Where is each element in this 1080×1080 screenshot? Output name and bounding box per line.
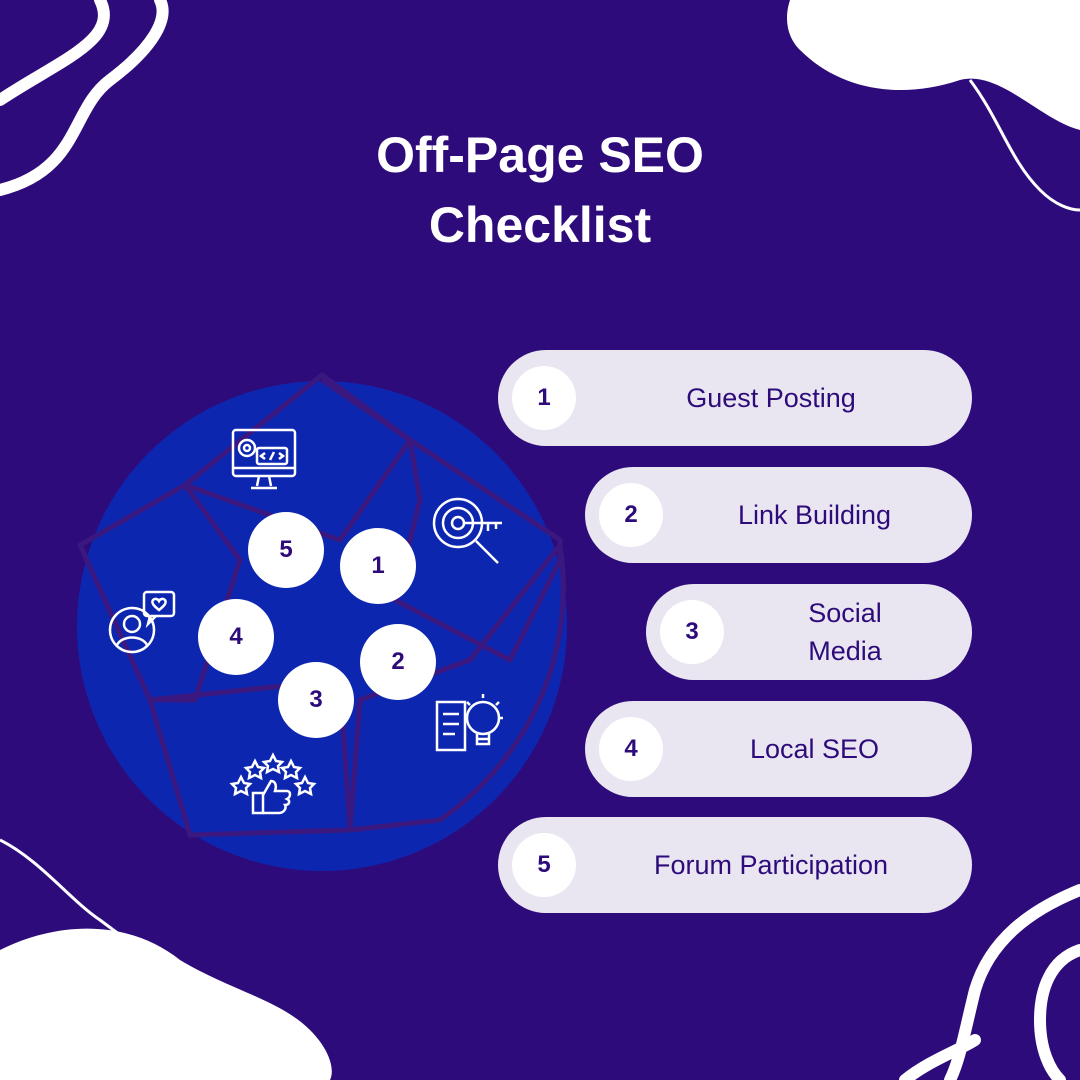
wheel-number-5: 5: [248, 512, 324, 588]
thumbs-up-stars-icon: [229, 752, 317, 815]
checklist-number-5: 5: [512, 833, 576, 897]
wheel-number-3: 3: [278, 662, 354, 738]
user-heart-chat-icon: [108, 590, 176, 654]
wave-line-bottom-right-2: [1033, 944, 1080, 1080]
checklist-item-3: 3 Social Media: [646, 584, 972, 680]
checklist-number-4: 4: [599, 717, 663, 781]
blob-bottom-left: [0, 928, 332, 1080]
document-lightbulb-icon: [435, 694, 503, 752]
checklist-label-3: Social Media: [808, 598, 882, 666]
monitor-code-gear-icon: [231, 428, 297, 490]
thin-line-bottom-left: [0, 838, 206, 992]
segment-outline-2: [347, 542, 566, 833]
target-key-search-icon: [432, 497, 502, 564]
wave-line-top-left-2: [0, 0, 169, 196]
wave-line-top-left-1: [0, 0, 110, 106]
checklist-number-3: 3: [660, 600, 724, 664]
checklist-number-1: 1: [512, 366, 576, 430]
thin-line-top-right: [968, 79, 1080, 212]
checklist-number-2: 2: [599, 483, 663, 547]
wheel-number-1: 1: [340, 528, 416, 604]
page-title: Off-Page SEO Checklist: [240, 120, 840, 260]
checklist-item-4: 4 Local SEO: [585, 701, 972, 797]
title-line-1: Off-Page SEO: [376, 127, 704, 183]
wheel-number-4: 4: [198, 599, 274, 675]
wheel-number-2: 2: [360, 624, 436, 700]
checklist-label-4: Local SEO: [749, 734, 880, 764]
checklist-item-5: 5 Forum Participation: [498, 817, 972, 913]
segment-outline-3: [147, 677, 353, 838]
wave-line-bottom-right-3: [899, 1034, 981, 1080]
blob-top-right: [787, 0, 1080, 130]
checklist-label-2: Link Building: [737, 500, 892, 530]
checklist-item-1: 1 Guest Posting: [498, 350, 972, 446]
checklist-item-2: 2 Link Building: [585, 467, 972, 563]
checklist-label-5: Forum Participation: [653, 850, 889, 880]
checklist-label-1: Guest Posting: [686, 383, 856, 413]
title-line-2: Checklist: [428, 197, 652, 253]
